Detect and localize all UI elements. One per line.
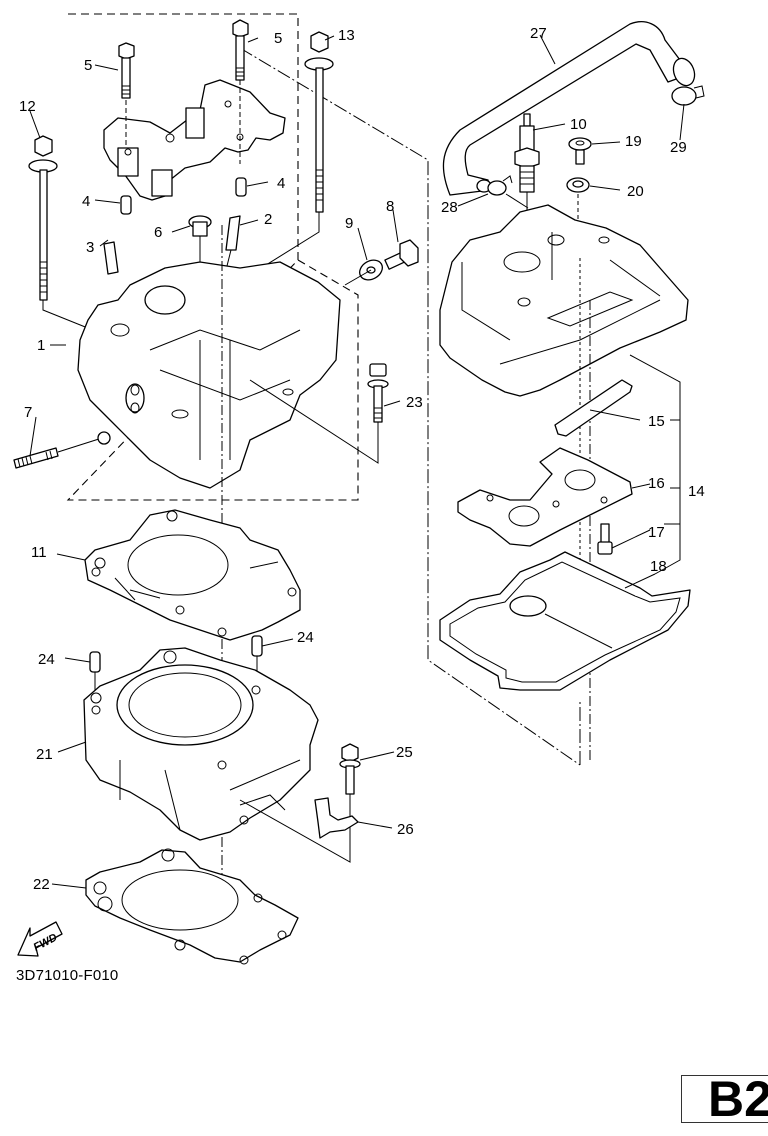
- callout-18: 18: [650, 558, 667, 575]
- flange-bolt: [249, 363, 389, 464]
- long-bolt-left: [28, 135, 131, 346]
- hose-clamp-large: [671, 85, 705, 106]
- figure-code: 3D71010-F010: [16, 967, 119, 984]
- page-label: B2: [708, 1071, 768, 1127]
- bolt-union: [384, 239, 419, 270]
- callout-25: 25: [396, 744, 413, 761]
- camshaft-cap: [103, 79, 286, 201]
- cylinder: [83, 647, 319, 841]
- callout-4a: 4: [82, 193, 90, 210]
- callout-12: 12: [19, 98, 36, 115]
- leader-lines: [29, 34, 685, 889]
- callout-1: 1: [37, 337, 45, 354]
- callout-24a: 24: [38, 651, 55, 668]
- callout-16: 16: [648, 475, 665, 492]
- callout-11: 11: [31, 544, 47, 561]
- callout-19: 19: [625, 133, 642, 150]
- callout-20: 20: [627, 183, 644, 200]
- dowel-pin-right: [235, 177, 247, 197]
- callout-5b: 5: [274, 30, 282, 47]
- callout-6: 6: [154, 224, 162, 241]
- head-gasket: [84, 509, 301, 641]
- callout-29: 29: [670, 139, 687, 156]
- valve-guide-left: [103, 241, 119, 275]
- callout-9: 9: [345, 215, 353, 232]
- callout-13: 13: [338, 27, 355, 44]
- base-gasket: [85, 848, 299, 965]
- callout-3: 3: [86, 239, 94, 256]
- cap-bolt-left: [118, 42, 135, 148]
- callout-4b: 4: [277, 175, 285, 192]
- dowel-pin-left: [120, 195, 132, 215]
- cover-screw: [597, 523, 613, 555]
- assembly-bracket-14: [629, 354, 681, 575]
- stud-bolt: [13, 431, 111, 469]
- cylinder-head: [77, 261, 341, 489]
- cover-assembly-boundary: [239, 47, 581, 766]
- page-label-box: B2: [681, 1071, 768, 1127]
- gasket-washer: [344, 259, 383, 286]
- callout-15: 15: [648, 413, 665, 430]
- callout-23: 23: [406, 394, 423, 411]
- callout-5a: 5: [84, 57, 92, 74]
- hose-clamp-small: [487, 175, 529, 209]
- callout-2: 2: [264, 211, 272, 228]
- cover-bolt: [568, 137, 592, 165]
- callout-14: 14: [688, 483, 705, 500]
- callout-28: 28: [441, 199, 458, 216]
- callout-7: 7: [24, 404, 32, 421]
- long-bolt-right: [249, 31, 334, 276]
- breather-hose: [442, 21, 696, 196]
- valve-guide-right: [225, 215, 241, 271]
- callout-8: 8: [386, 198, 394, 215]
- head-cover: [439, 204, 689, 397]
- bracket-bolt: [239, 743, 361, 863]
- callout-21: 21: [36, 746, 53, 763]
- callout-22: 22: [33, 876, 50, 893]
- callout-10: 10: [570, 116, 587, 133]
- forward-direction-arrow: FWD: [17, 921, 63, 957]
- cap-bolt-right: [232, 19, 249, 164]
- callout-24b: 24: [297, 629, 314, 646]
- callout-17: 17: [648, 524, 665, 541]
- hose-bracket: [314, 797, 359, 839]
- separator-plate: [457, 447, 633, 547]
- callout-26: 26: [397, 821, 414, 838]
- breather-plate: [554, 379, 633, 437]
- callout-labels: 1 2 3 4 4 5 5 6 7 8 9 10 11 12 13 14 15 …: [19, 25, 705, 893]
- head-assembly-boundary: [66, 13, 359, 501]
- callout-27: 27: [530, 25, 547, 42]
- cover-grommet: [566, 177, 590, 258]
